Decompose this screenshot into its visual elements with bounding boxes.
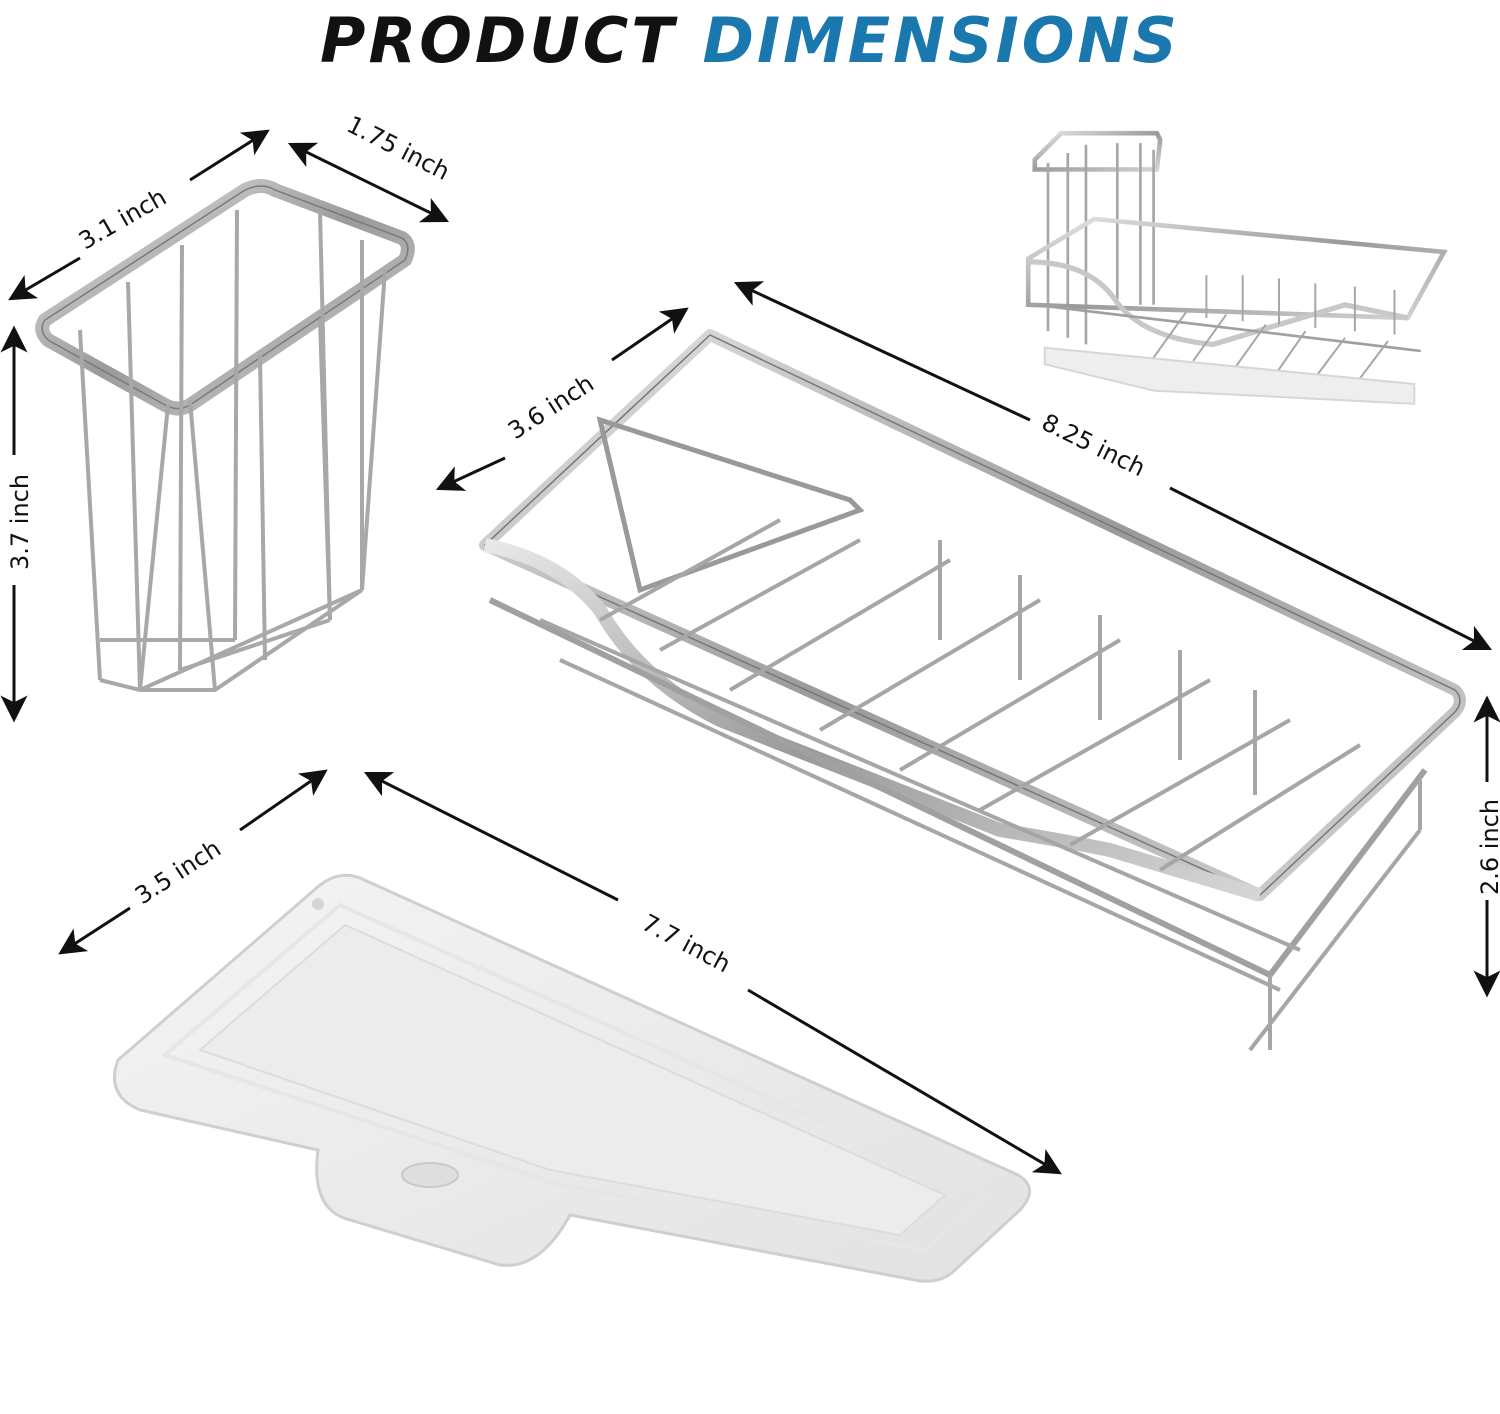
dim-label-sponge-height: 3.7 inch [6,474,34,570]
main-caddy-basket [479,329,1466,1052]
dimension-lines-sponge-holder [0,129,450,723]
dim-label-caddy-length: 8.25 inch [1037,408,1149,482]
dim-label-tray-length: 7.7 inch [637,909,735,979]
dim-label-caddy-depth: 3.6 inch [503,369,599,445]
dimension-lines-drip-tray [58,769,1062,1175]
assembled-preview [1025,130,1448,405]
page-title: PRODUCT DIMENSIONS [0,0,1500,80]
title-word-product: PRODUCT [320,3,677,77]
dimension-lines-main-caddy [435,281,1500,998]
dim-label-sponge-depth: 1.75 inch [342,110,454,186]
drip-tray [113,873,1031,1283]
sponge-holder-basket [35,179,415,693]
dim-label-tray-depth: 3.5 inch [130,834,226,910]
dim-label-caddy-height: 2.6 inch [1476,799,1500,895]
title-word-dimensions: DIMENSIONS [702,3,1180,77]
